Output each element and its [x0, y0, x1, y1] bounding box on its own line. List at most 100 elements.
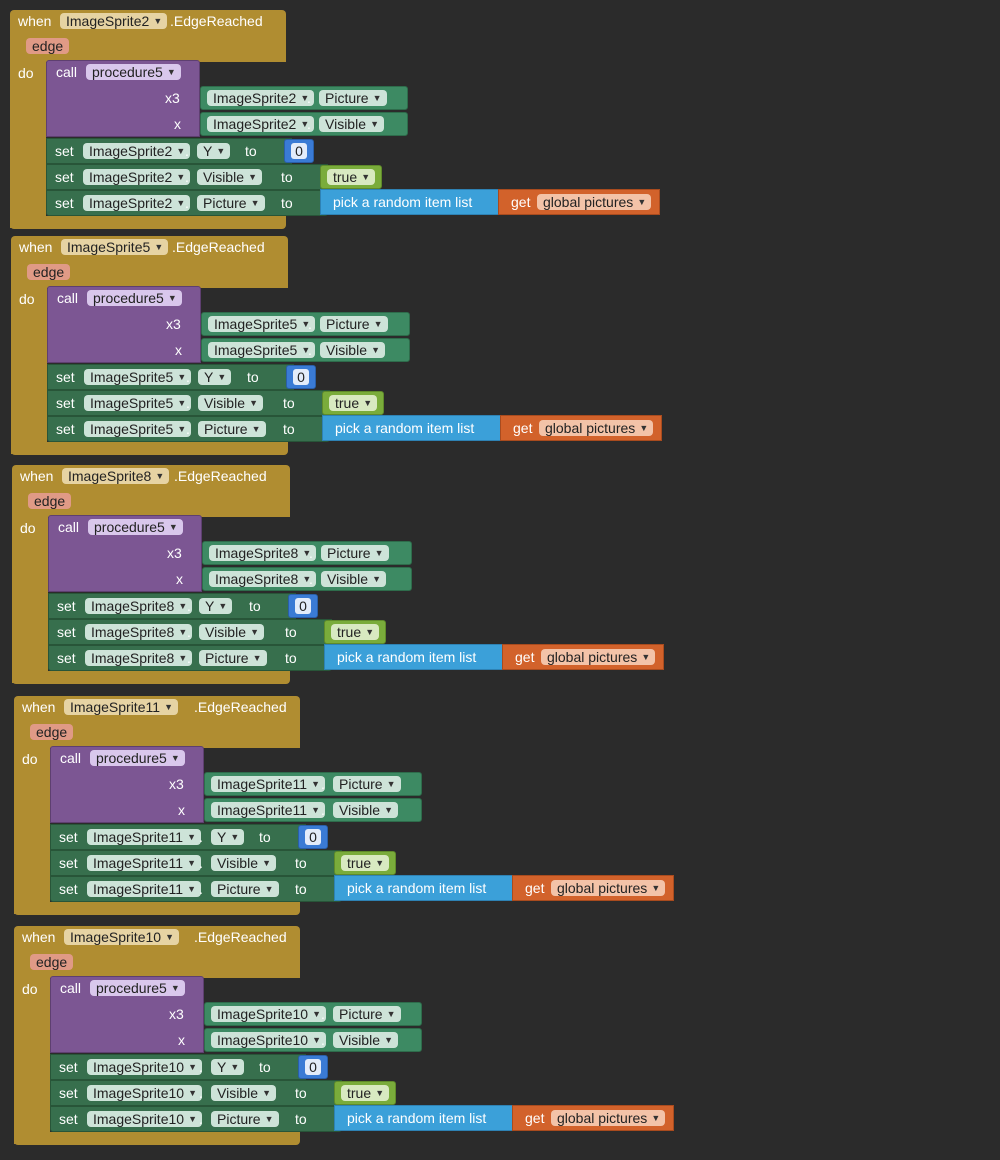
component-dropdown[interactable]: ImageSprite11▼: [64, 699, 179, 715]
setter-property-dropdown[interactable]: Picture▼: [198, 421, 266, 437]
component-getter-picture[interactable]: ImageSprite8▼.Picture▼: [202, 541, 412, 565]
getter-property-dropdown[interactable]: Visible▼: [333, 1032, 398, 1048]
component-getter-visible[interactable]: ImageSprite5▼.Visible▼: [201, 338, 410, 362]
component-getter-picture[interactable]: ImageSprite2▼.Picture▼: [200, 86, 408, 110]
number-value[interactable]: 0: [305, 829, 321, 845]
number-value[interactable]: 0: [295, 598, 311, 614]
component-getter-picture[interactable]: ImageSprite5▼.Picture▼: [201, 312, 410, 336]
setter-property-dropdown[interactable]: Picture▼: [199, 650, 267, 666]
procedure-dropdown[interactable]: procedure5▼: [88, 519, 183, 535]
setter-property-dropdown[interactable]: Y▼: [199, 598, 233, 614]
procedure-dropdown[interactable]: procedure5▼: [87, 290, 182, 306]
getter-property-dropdown[interactable]: Visible▼: [319, 116, 384, 132]
setter-component-dropdown[interactable]: ImageSprite8▼: [85, 598, 193, 614]
getter-property-dropdown[interactable]: Visible▼: [320, 342, 385, 358]
setter-component-dropdown[interactable]: ImageSprite8▼: [85, 650, 193, 666]
boolean-true-block[interactable]: true▼: [322, 391, 384, 415]
boolean-dropdown[interactable]: true▼: [329, 395, 378, 411]
boolean-dropdown[interactable]: true▼: [341, 1085, 390, 1101]
boolean-true-block[interactable]: true▼: [334, 1081, 396, 1105]
boolean-true-block[interactable]: true▼: [324, 620, 386, 644]
variable-dropdown[interactable]: global pictures▼: [537, 194, 652, 210]
component-dropdown[interactable]: ImageSprite8▼: [62, 468, 170, 484]
getter-component-dropdown[interactable]: ImageSprite11▼: [211, 776, 326, 792]
component-getter-visible[interactable]: ImageSprite10▼.Visible▼: [204, 1028, 422, 1052]
setter-component-dropdown[interactable]: ImageSprite11▼: [87, 829, 202, 845]
variable-dropdown[interactable]: global pictures▼: [541, 649, 656, 665]
setter-component-dropdown[interactable]: ImageSprite11▼: [87, 881, 202, 897]
boolean-dropdown[interactable]: true▼: [341, 855, 390, 871]
setter-property-dropdown[interactable]: Visible▼: [211, 855, 276, 871]
variable-dropdown[interactable]: global pictures▼: [551, 1110, 666, 1126]
getter-component-dropdown[interactable]: ImageSprite2▼: [207, 90, 315, 106]
component-getter-visible[interactable]: ImageSprite8▼.Visible▼: [202, 567, 412, 591]
edge-parameter[interactable]: edge: [26, 38, 70, 54]
getter-component-dropdown[interactable]: ImageSprite10▼: [211, 1006, 327, 1022]
setter-property-dropdown[interactable]: Visible▼: [199, 624, 264, 640]
setter-component-dropdown[interactable]: ImageSprite2▼: [83, 143, 191, 159]
variable-dropdown[interactable]: global pictures▼: [539, 420, 654, 436]
setter-component-dropdown[interactable]: ImageSprite8▼: [85, 624, 193, 640]
number-value[interactable]: 0: [305, 1059, 321, 1075]
pick-random-item-block[interactable]: pick a random item list: [320, 189, 500, 215]
pick-random-item-block[interactable]: pick a random item list: [334, 875, 514, 901]
getter-component-dropdown[interactable]: ImageSprite8▼: [209, 545, 317, 561]
edge-parameter[interactable]: edge: [28, 493, 72, 509]
procedure-dropdown[interactable]: procedure5▼: [90, 980, 185, 996]
boolean-true-block[interactable]: true▼: [320, 165, 382, 189]
number-block[interactable]: 0: [286, 365, 316, 389]
setter-property-dropdown[interactable]: Visible▼: [198, 395, 263, 411]
getter-property-dropdown[interactable]: Picture▼: [319, 90, 387, 106]
procedure-dropdown[interactable]: procedure5▼: [90, 750, 185, 766]
number-block[interactable]: 0: [284, 139, 314, 163]
component-dropdown[interactable]: ImageSprite5▼: [61, 239, 169, 255]
setter-property-dropdown[interactable]: Picture▼: [211, 1111, 279, 1127]
setter-property-dropdown[interactable]: Y▼: [211, 1059, 245, 1075]
setter-component-dropdown[interactable]: ImageSprite5▼: [84, 395, 192, 411]
getter-property-dropdown[interactable]: Picture▼: [320, 316, 388, 332]
setter-component-dropdown[interactable]: ImageSprite2▼: [83, 169, 191, 185]
setter-property-dropdown[interactable]: Y▼: [198, 369, 232, 385]
setter-component-dropdown[interactable]: ImageSprite5▼: [84, 369, 192, 385]
setter-component-dropdown[interactable]: ImageSprite10▼: [87, 1059, 203, 1075]
boolean-true-block[interactable]: true▼: [334, 851, 396, 875]
setter-property-dropdown[interactable]: Visible▼: [197, 169, 262, 185]
edge-parameter[interactable]: edge: [30, 724, 74, 740]
boolean-dropdown[interactable]: true▼: [331, 624, 380, 640]
component-getter-picture[interactable]: ImageSprite11▼.Picture▼: [204, 772, 422, 796]
setter-component-dropdown[interactable]: ImageSprite11▼: [87, 855, 202, 871]
variable-dropdown[interactable]: global pictures▼: [551, 880, 666, 896]
procedure-dropdown[interactable]: procedure5▼: [86, 64, 181, 80]
boolean-dropdown[interactable]: true▼: [327, 169, 376, 185]
pick-random-item-block[interactable]: pick a random item list: [334, 1105, 514, 1131]
getter-property-dropdown[interactable]: Picture▼: [333, 1006, 401, 1022]
getter-property-dropdown[interactable]: Picture▼: [333, 776, 401, 792]
setter-property-dropdown[interactable]: Picture▼: [211, 881, 279, 897]
pick-random-item-block[interactable]: pick a random item list: [324, 644, 504, 670]
pick-random-item-block[interactable]: pick a random item list: [322, 415, 502, 441]
edge-parameter[interactable]: edge: [30, 954, 74, 970]
getter-component-dropdown[interactable]: ImageSprite2▼: [207, 116, 315, 132]
component-dropdown[interactable]: ImageSprite10▼: [64, 929, 180, 945]
setter-component-dropdown[interactable]: ImageSprite10▼: [87, 1085, 203, 1101]
number-block[interactable]: 0: [298, 1055, 328, 1079]
getter-property-dropdown[interactable]: Visible▼: [321, 571, 386, 587]
